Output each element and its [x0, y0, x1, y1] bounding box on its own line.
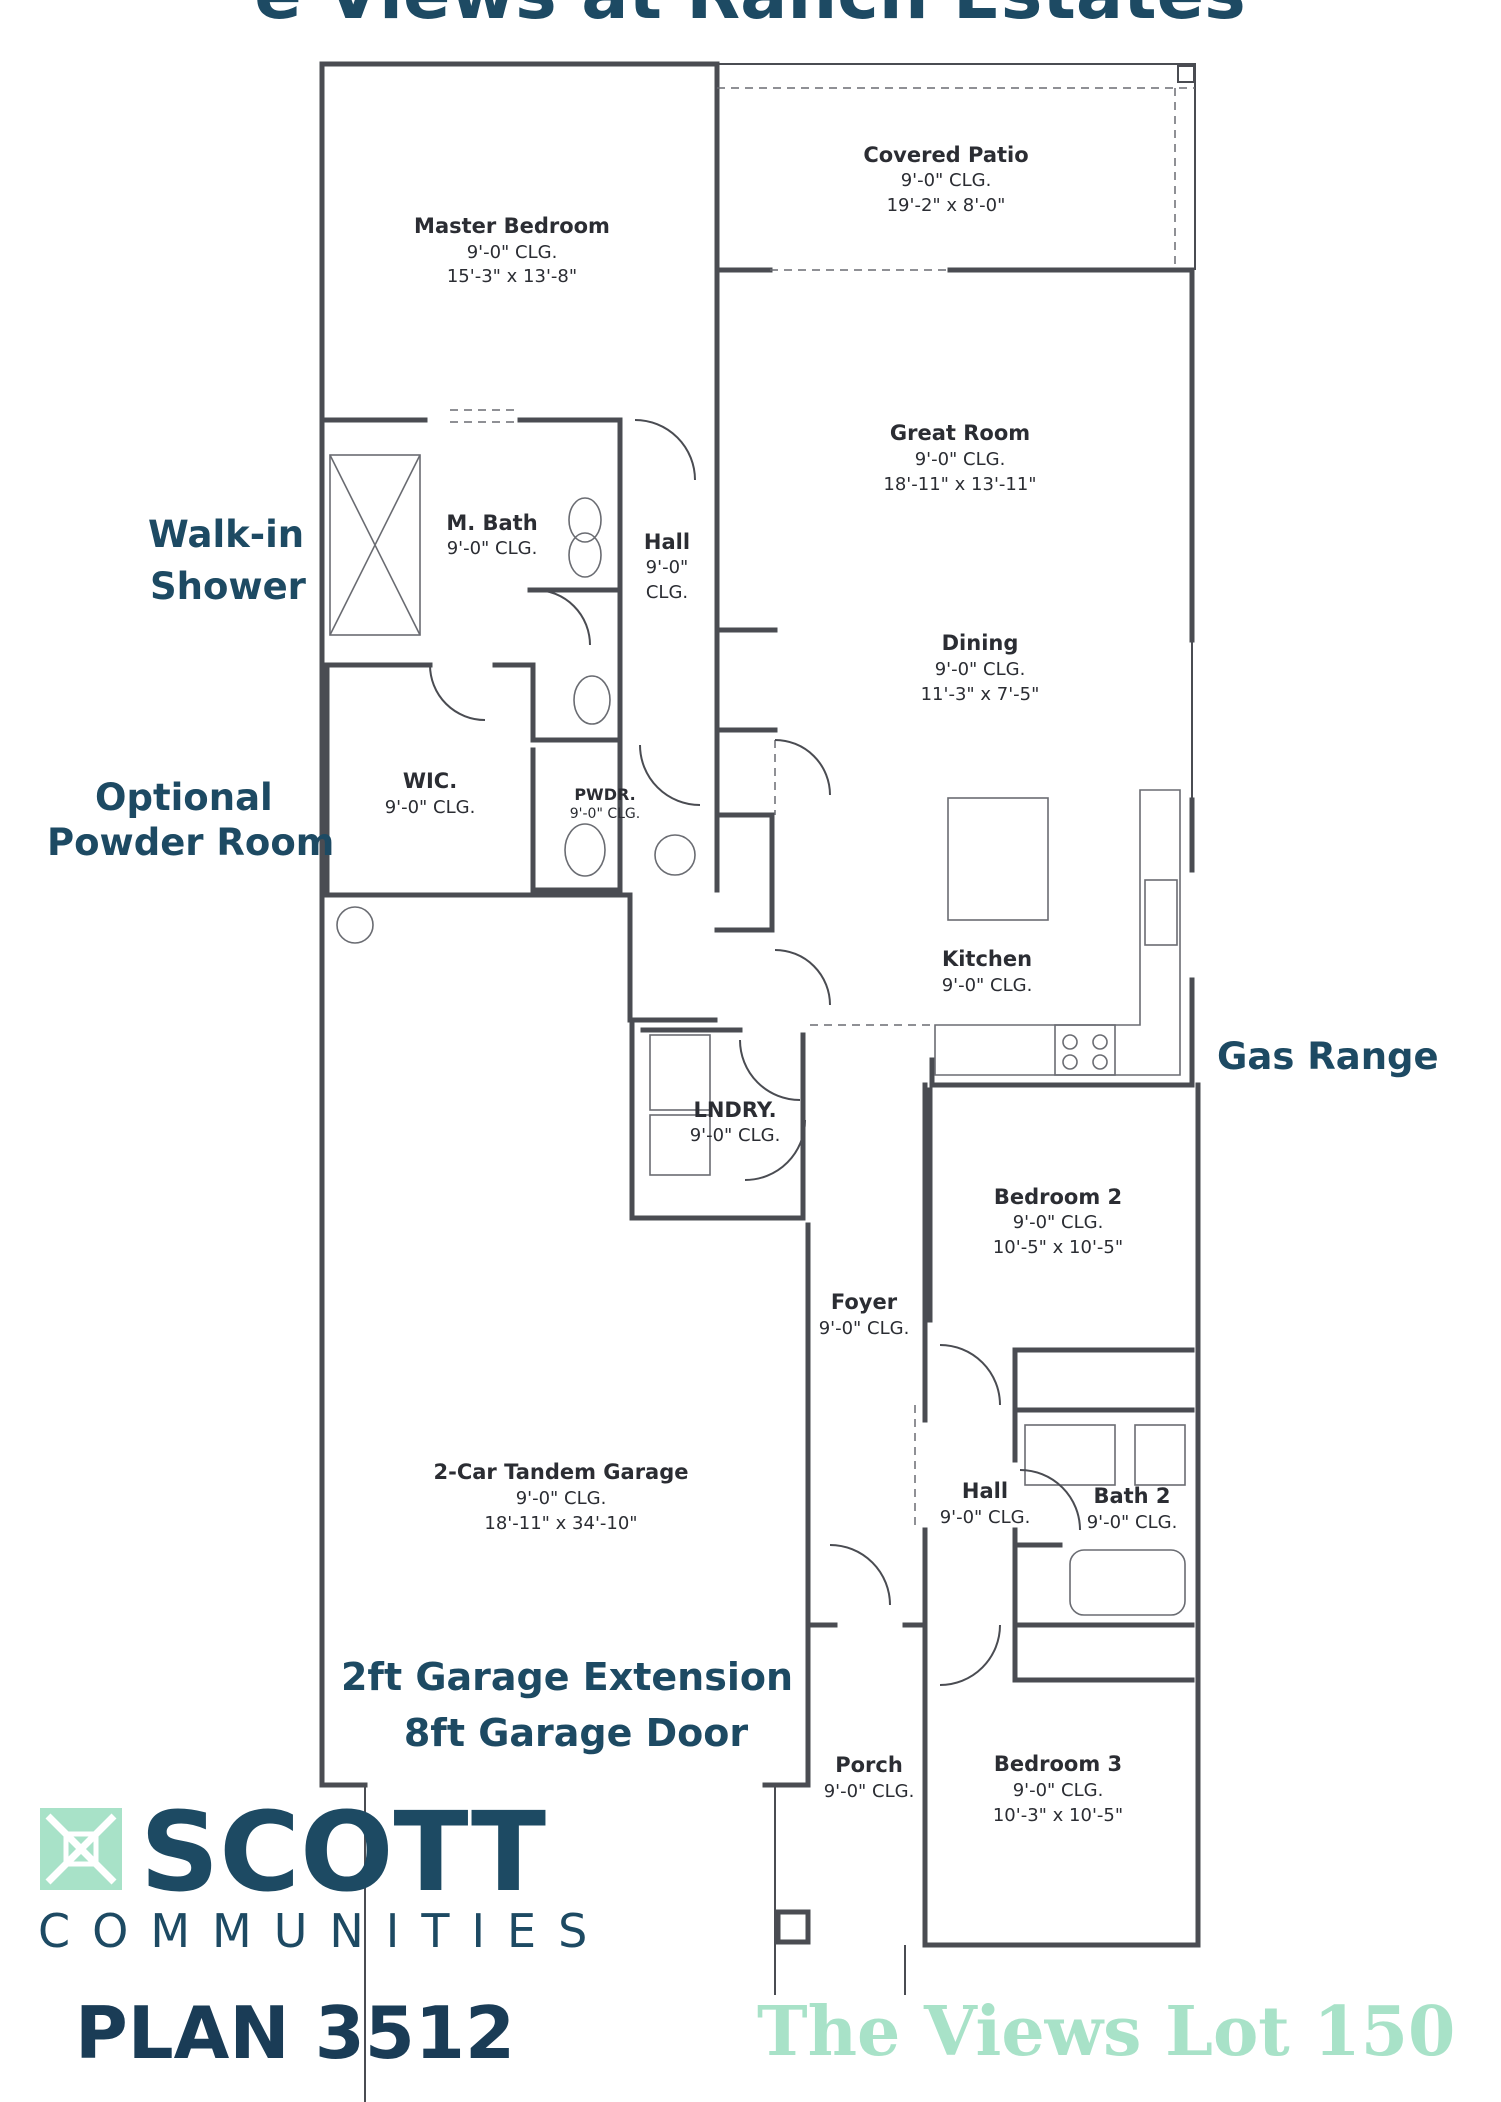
room-covered-patio: Covered Patio 9'-0" CLG. 19'-2" x 8'-0" — [863, 143, 1028, 216]
room-size: 15'-3" x 13'-8" — [447, 266, 577, 287]
walls — [319, 61, 1201, 2102]
callout-walk-in-line2: Shower — [150, 565, 307, 608]
room-pwdr: PWDR. 9'-0" CLG. — [570, 785, 640, 822]
room-master-bedroom: Master Bedroom 9'-0" CLG. 15'-3" x 13'-8… — [414, 214, 610, 287]
scott-communities-logo: SCOTT COMMUNITIES — [38, 1788, 609, 1958]
room-garage: 2-Car Tandem Garage 9'-0" CLG. 18'-11" x… — [434, 1460, 689, 1534]
room-ceiling: 9'-0" CLG. — [942, 975, 1033, 996]
room-name: Bedroom 2 — [994, 1185, 1122, 1209]
room-ceiling: 9'-0" CLG. — [915, 449, 1006, 470]
room-foyer: Foyer 9'-0" CLG. — [819, 1290, 910, 1339]
room-ceiling: 9'-0" CLG. — [447, 538, 538, 559]
room-m-bath: M. Bath 9'-0" CLG. — [446, 511, 537, 559]
room-size: 10'-5" x 10'-5" — [993, 1237, 1123, 1258]
callout-optional-line1: Optional — [95, 776, 273, 819]
room-hall-upper: Hall 9'-0" CLG. — [644, 530, 690, 603]
room-name: Master Bedroom — [414, 214, 610, 238]
room-ceiling: 9'-0" CLG. — [467, 242, 558, 263]
room-name: Great Room — [890, 421, 1030, 445]
room-name: PWDR. — [574, 785, 635, 804]
room-name: Hall — [962, 1479, 1008, 1503]
room-ceiling: 9'-0" CLG. — [819, 1318, 910, 1339]
room-ceiling: 9'-0" CLG. — [570, 806, 640, 822]
room-kitchen: Kitchen 9'-0" CLG. — [942, 947, 1033, 996]
room-lndry: LNDRY. 9'-0" CLG. — [690, 1098, 781, 1146]
room-name: Dining — [942, 631, 1019, 655]
room-wic: WIC. 9'-0" CLG. — [385, 769, 476, 818]
room-name: Kitchen — [942, 947, 1032, 971]
room-name: Hall — [644, 530, 690, 554]
room-size: 18'-11" x 34'-10" — [484, 1513, 637, 1534]
lot-label: The Views Lot 150 — [757, 1992, 1455, 2072]
door-swings — [429, 419, 1081, 1686]
room-ceiling: 9'-0" CLG. — [901, 170, 992, 191]
room-name: M. Bath — [446, 511, 537, 535]
callout-walk-in-line1: Walk-in — [148, 513, 304, 556]
room-size: 11'-3" x 7'-5" — [921, 684, 1040, 705]
room-ceiling: 9'-0" CLG. — [516, 1488, 607, 1509]
room-name: Bath 2 — [1093, 1484, 1170, 1508]
room-name: LNDRY. — [693, 1098, 776, 1122]
logo-subtitle: COMMUNITIES — [38, 1904, 609, 1958]
callout-garage-door: 8ft Garage Door — [404, 1711, 749, 1755]
room-ceiling-line2: CLG. — [646, 582, 688, 603]
room-name: WIC. — [403, 769, 457, 793]
room-size: 18'-11" x 13'-11" — [883, 474, 1036, 495]
room-name: Covered Patio — [863, 143, 1028, 167]
room-great-room: Great Room 9'-0" CLG. 18'-11" x 13'-11" — [883, 421, 1036, 495]
room-ceiling: 9'-0" CLG. — [935, 659, 1026, 680]
room-name: Porch — [835, 1753, 903, 1777]
room-name: 2-Car Tandem Garage — [434, 1460, 689, 1484]
room-hall-lower: Hall 9'-0" CLG. — [940, 1479, 1031, 1528]
room-name: Foyer — [831, 1290, 898, 1314]
room-name: Bedroom 3 — [994, 1752, 1122, 1776]
room-size: 10'-3" x 10'-5" — [993, 1805, 1123, 1826]
room-bedroom-3: Bedroom 3 9'-0" CLG. 10'-3" x 10'-5" — [993, 1752, 1123, 1826]
room-ceiling: 9'-0" CLG. — [1013, 1212, 1104, 1233]
room-ceiling: 9'-0" CLG. — [690, 1125, 781, 1146]
callout-garage-extension: 2ft Garage Extension — [341, 1655, 793, 1699]
room-ceiling-line1: 9'-0" — [646, 557, 689, 578]
logo-word: SCOTT — [140, 1788, 546, 1916]
room-ceiling: 9'-0" CLG. — [940, 1507, 1031, 1528]
room-ceiling: 9'-0" CLG. — [1087, 1512, 1178, 1533]
room-ceiling: 9'-0" CLG. — [385, 797, 476, 818]
room-bedroom-2: Bedroom 2 9'-0" CLG. 10'-5" x 10'-5" — [993, 1185, 1123, 1258]
room-ceiling: 9'-0" CLG. — [824, 1781, 915, 1802]
room-ceiling: 9'-0" CLG. — [1013, 1780, 1104, 1801]
room-bath-2: Bath 2 9'-0" CLG. — [1087, 1484, 1178, 1533]
logo-mark-icon — [40, 1808, 122, 1890]
room-porch: Porch 9'-0" CLG. — [824, 1753, 915, 1802]
room-size: 19'-2" x 8'-0" — [887, 195, 1006, 216]
callout-gas-range: Gas Range — [1217, 1035, 1439, 1078]
callout-optional-line2: Powder Room — [47, 821, 334, 864]
plan-number: PLAN 3512 — [75, 1991, 515, 2075]
banner-title: e Views at Ranch Estates — [254, 0, 1245, 35]
room-dining: Dining 9'-0" CLG. 11'-3" x 7'-5" — [921, 631, 1040, 705]
